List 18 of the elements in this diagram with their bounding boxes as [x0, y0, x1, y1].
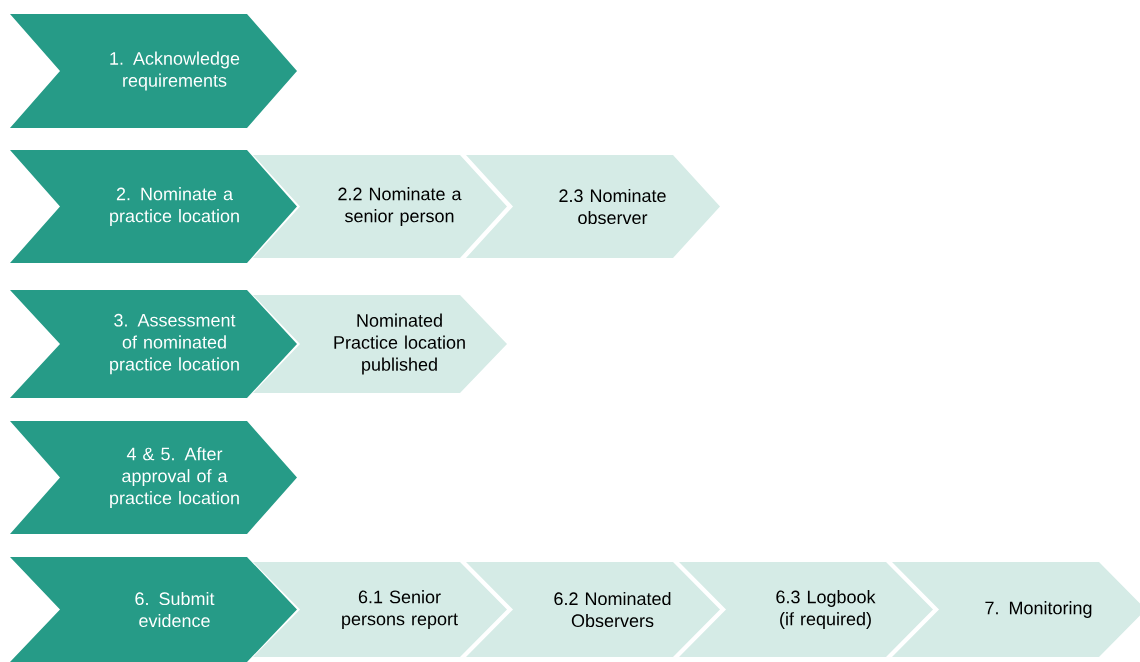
chevron-step: 1. Acknowledge requirements — [10, 14, 297, 128]
node-label: 2.3 Nominate observer — [559, 188, 666, 225]
chevron-step: 2.3 Nominate observer — [466, 155, 720, 258]
node-label: 6.1 Senior persons report — [342, 590, 458, 629]
node-label: 6.3 Logbook (if required) — [776, 590, 876, 629]
chevron-step: 6. Submit evidence — [10, 557, 297, 662]
chevron-step: 6.1 Senior persons report — [253, 562, 507, 657]
chevron-step: 6.2 Nominated Observers — [466, 562, 720, 657]
chevron-step: 6.3 Logbook (if required) — [679, 562, 933, 657]
chevron-step: 3. Assessment of nominated practice location — [10, 290, 297, 398]
chevron-step: 4 & 5. After approval of a practice location — [10, 421, 297, 534]
node-label: 6.2 Nominated Observers — [554, 591, 671, 628]
node-label: 2.2 Nominate a senior person — [338, 187, 462, 226]
chevron-step: 2.2 Nominate a senior person — [253, 155, 507, 258]
chevron-step: Nominated Practice location published — [253, 295, 507, 393]
node-label: 7. Monitoring — [985, 601, 1092, 618]
chevron-step: 7. Monitoring — [892, 562, 1140, 657]
chevron-step: 2. Nominate a practice location — [10, 150, 297, 263]
